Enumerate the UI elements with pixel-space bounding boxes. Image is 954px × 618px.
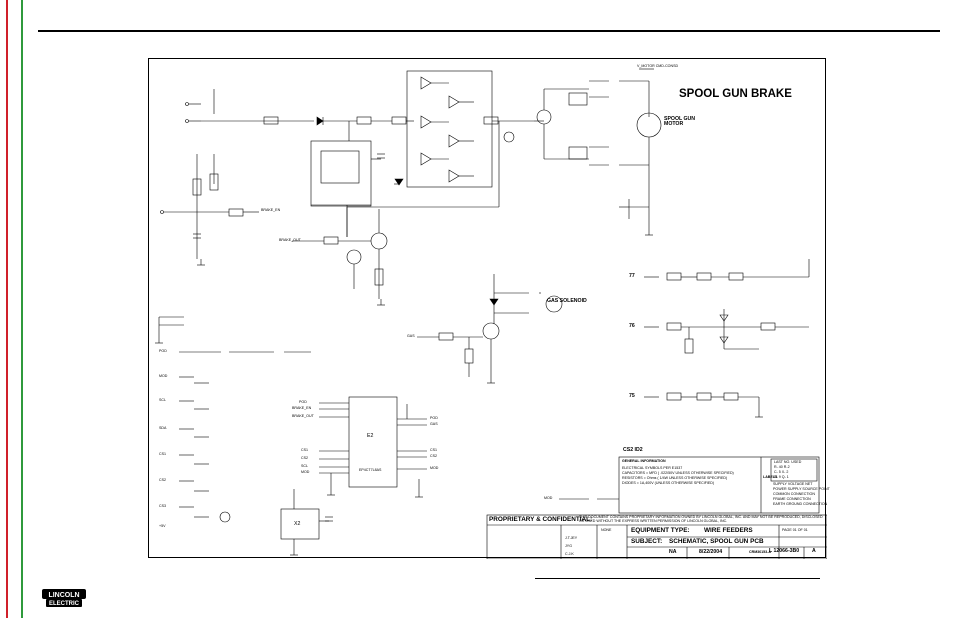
- schematic-drawing: [155, 68, 827, 559]
- approved: C.J.K: [565, 552, 574, 556]
- ic-out-2: CS1: [430, 448, 437, 452]
- labels-item-4: EARTH GROUND CONNECTION: [773, 502, 828, 506]
- left-net-0: POD: [159, 349, 167, 353]
- opamp-stack: [406, 70, 534, 207]
- left-net-5: CS2: [159, 478, 166, 482]
- gas-solenoid: [417, 274, 563, 377]
- left-connectors: [158, 316, 311, 523]
- net-77: 77: [629, 273, 635, 279]
- general-info-heading: GENERAL INFORMATION: [622, 459, 666, 463]
- regulator-x1: [310, 140, 499, 237]
- labels-item-1: POWER SUPPLY SOURCE POINT: [773, 487, 830, 491]
- labels-item-2: COMMON CONNECTION: [773, 492, 815, 496]
- left-net-6: CS3: [159, 504, 166, 508]
- left-green-bar: [21, 0, 23, 618]
- net-cs2-id2: CS2 ID2: [623, 447, 643, 453]
- ic-part: EP4CT7L8AS: [359, 468, 382, 472]
- brake-transistor: [160, 154, 388, 299]
- ic-in-0: POD: [299, 400, 307, 404]
- ic-in-1: BRAKE_EN: [292, 406, 312, 410]
- scale-value: NONE: [601, 528, 612, 532]
- solenoid-label: GAS SOLENOID: [547, 298, 587, 304]
- project-number: CRM36153-A: [749, 550, 771, 554]
- revision: A: [812, 548, 816, 554]
- labels-item-0: SUPPLY VOLTAGE NET: [773, 482, 813, 486]
- label-sets-2: C- 5 X- 2: [774, 470, 789, 474]
- motor-driver: [483, 68, 662, 229]
- general-info-line-0: ELECTRICAL SYMBOLS PER E1537: [622, 466, 683, 470]
- general-info-line-2: RESISTORS = Ohms ( 1/4W UNLESS OTHERWISE…: [622, 476, 728, 480]
- ic-in-3: CS1: [301, 448, 308, 452]
- net-motor-cmd: V_MOTOR CMD-CONSD: [637, 64, 679, 68]
- labels-heading: LABELS: [763, 475, 778, 479]
- general-info-line-1: CAPACITORS = MFD ( .022/50V UNLESS OTHER…: [622, 471, 734, 475]
- logo-bottom-text: ELECTRIC: [49, 601, 80, 607]
- net-gas: GAS: [407, 334, 415, 338]
- drawn-by: J.T.JEY: [565, 536, 578, 540]
- ic-in-4: CS2: [301, 456, 308, 460]
- left-red-bar: [6, 0, 8, 618]
- ic-out-3: CS2: [430, 454, 437, 458]
- regulator-x2: [280, 489, 333, 549]
- left-net-1: MOD: [159, 374, 168, 378]
- lincoln-electric-logo: LINCOLN ELECTRIC: [42, 589, 86, 607]
- net-mod: MOD: [544, 496, 553, 500]
- top-rule: [38, 30, 940, 32]
- ic-out-0: POD: [430, 416, 438, 420]
- general-info-line-3: DIODES = 1A,400V (UNLESS OTHERWISE SPECI…: [622, 481, 715, 485]
- ic-in-5: SCL: [301, 464, 308, 468]
- ic-label: E2: [367, 433, 374, 439]
- subject-label: SUBJECT:: [631, 538, 663, 545]
- schematic-frame: SPOOL GUN BRAKE SPOOL GUN MOTOR GAS SOLE…: [148, 58, 830, 559]
- engineer: JYG: [565, 544, 572, 548]
- document-number: L 12066-3B0: [769, 548, 800, 554]
- input-section: [185, 89, 414, 141]
- bottom-rule: [535, 578, 820, 579]
- page-number: PAGE 01 OF 01: [782, 528, 808, 532]
- ic-out-4: MOD: [430, 466, 439, 470]
- equipment-type-label: EQUIPMENT TYPE:: [631, 527, 690, 534]
- logo-top-text: LINCOLN: [48, 592, 79, 599]
- net-76: 76: [629, 323, 635, 329]
- ground-symbols: [155, 229, 763, 556]
- title-block: [486, 514, 827, 559]
- equipment-type-value: WIRE FEEDERS: [704, 527, 753, 534]
- proprietary-note: THIS DOCUMENT CONTAINS PROPRIETARY INFOR…: [579, 515, 823, 523]
- left-net-2: SCL: [159, 398, 166, 402]
- general-info-box: [618, 456, 820, 514]
- approval-date: 8/22/2004: [699, 549, 723, 555]
- label-sets-1: R- 40 R-2: [774, 465, 790, 469]
- regulator-x2-label: X2: [294, 521, 301, 527]
- ic-out-1: GAS: [430, 422, 438, 426]
- motor-label: SPOOL GUN MOTOR: [664, 116, 696, 128]
- left-net-7: +5V: [159, 524, 166, 528]
- ic-in-2: BRAKE_OUT: [292, 414, 314, 418]
- net-brake-en: BRAKE_EN: [261, 208, 281, 212]
- label-sets-0: LAST NO. USED: [774, 460, 802, 464]
- left-net-3: SDA: [159, 426, 167, 430]
- left-net-4: CS1: [159, 452, 166, 456]
- net-75: 75: [629, 393, 635, 399]
- ic-e2: [319, 396, 427, 491]
- diagram-title: SPOOL GUN BRAKE: [679, 88, 792, 100]
- labels-item-3: FRAME CONNECTION: [773, 497, 811, 501]
- material-disposition: NA: [669, 549, 677, 555]
- net-brake-out: BRAKE_OUT: [279, 238, 301, 242]
- proprietary-heading: PROPRIETARY & CONFIDENTIAL:: [489, 516, 593, 523]
- subject-value: SCHEMATIC, SPOOL GUN PCB: [669, 538, 764, 545]
- label-sets-3: D- 9 Q- 1: [774, 475, 789, 479]
- clock-channels: [644, 259, 810, 411]
- ic-in-6: MOD: [301, 470, 310, 474]
